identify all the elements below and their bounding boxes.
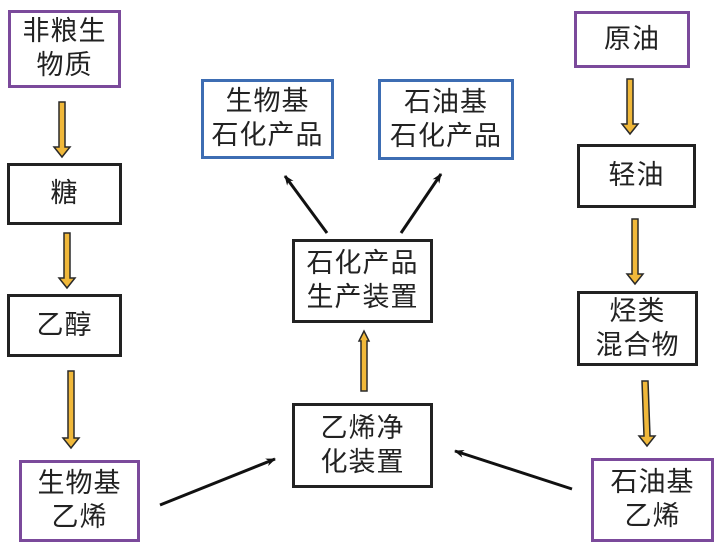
node-label-line: 石化产品 bbox=[390, 120, 502, 152]
node-label-line: 石油基 bbox=[404, 86, 488, 118]
node-label-line: 糖 bbox=[50, 178, 79, 209]
node-label-line: 非粮生 bbox=[22, 16, 107, 47]
node-light-oil: 轻油 bbox=[577, 144, 696, 208]
node-label-line: 混合物 bbox=[595, 329, 680, 361]
node-label-line: 乙烯 bbox=[624, 501, 681, 532]
node-label-line: 生产装置 bbox=[306, 282, 419, 313]
arrow-unit-to-bio-products bbox=[283, 175, 329, 234]
node-ethanol: 乙醇 bbox=[7, 294, 122, 357]
flow-arrow-ethanol-to-bio-ethylene bbox=[61, 370, 81, 450]
arrow-bio-ethylene-to-purification bbox=[159, 457, 276, 507]
node-label-line: 石化产品 bbox=[306, 248, 419, 279]
node-label-line: 生物基 bbox=[37, 468, 122, 499]
flow-arrow-sugar-to-ethanol bbox=[57, 232, 77, 290]
arrow-petro-ethylene-to-purification bbox=[454, 449, 573, 491]
node-crude-oil: 原油 bbox=[574, 11, 690, 68]
node-bio-ethylene: 生物基 乙烯 bbox=[19, 460, 140, 542]
node-label-line: 物质 bbox=[36, 50, 93, 81]
node-label-line: 生物基 bbox=[225, 86, 310, 117]
node-label-line: 石油基 bbox=[610, 467, 695, 498]
node-ethylene-purification-unit: 乙烯净 化装置 bbox=[292, 403, 433, 488]
node-petro-ethylene: 石油基 乙烯 bbox=[591, 458, 714, 542]
node-label-line: 石化产品 bbox=[211, 120, 324, 151]
flow-arrow-crude-to-light-oil bbox=[620, 78, 640, 136]
node-sugar: 糖 bbox=[7, 163, 122, 225]
node-label-line: 烃类 bbox=[609, 295, 666, 327]
node-label-line: 原油 bbox=[604, 23, 660, 55]
node-bio-petrochemical-products: 生物基 石化产品 bbox=[201, 79, 334, 159]
node-label-line: 乙烯 bbox=[51, 502, 108, 533]
node-label-line: 乙烯净 bbox=[320, 412, 405, 444]
node-label-line: 轻油 bbox=[608, 160, 665, 191]
flow-arrow-hydrocarbon-to-petro-ethylene bbox=[637, 380, 657, 448]
node-production-unit: 石化产品 生产装置 bbox=[292, 239, 433, 323]
flow-arrow-purification-to-production bbox=[357, 329, 371, 392]
node-hydrocarbon-mixture: 烃类 混合物 bbox=[577, 291, 698, 366]
flow-arrow-light-oil-to-hydrocarbon bbox=[625, 218, 645, 286]
node-label-line: 乙醇 bbox=[36, 309, 93, 341]
node-petro-petrochemical-products: 石油基 石化产品 bbox=[378, 79, 514, 160]
arrow-unit-to-petro-products bbox=[399, 173, 443, 234]
flow-arrow-biomass-to-sugar bbox=[52, 101, 72, 159]
node-non-grain-biomass: 非粮生 物质 bbox=[8, 10, 121, 88]
node-label-line: 化装置 bbox=[320, 446, 405, 478]
